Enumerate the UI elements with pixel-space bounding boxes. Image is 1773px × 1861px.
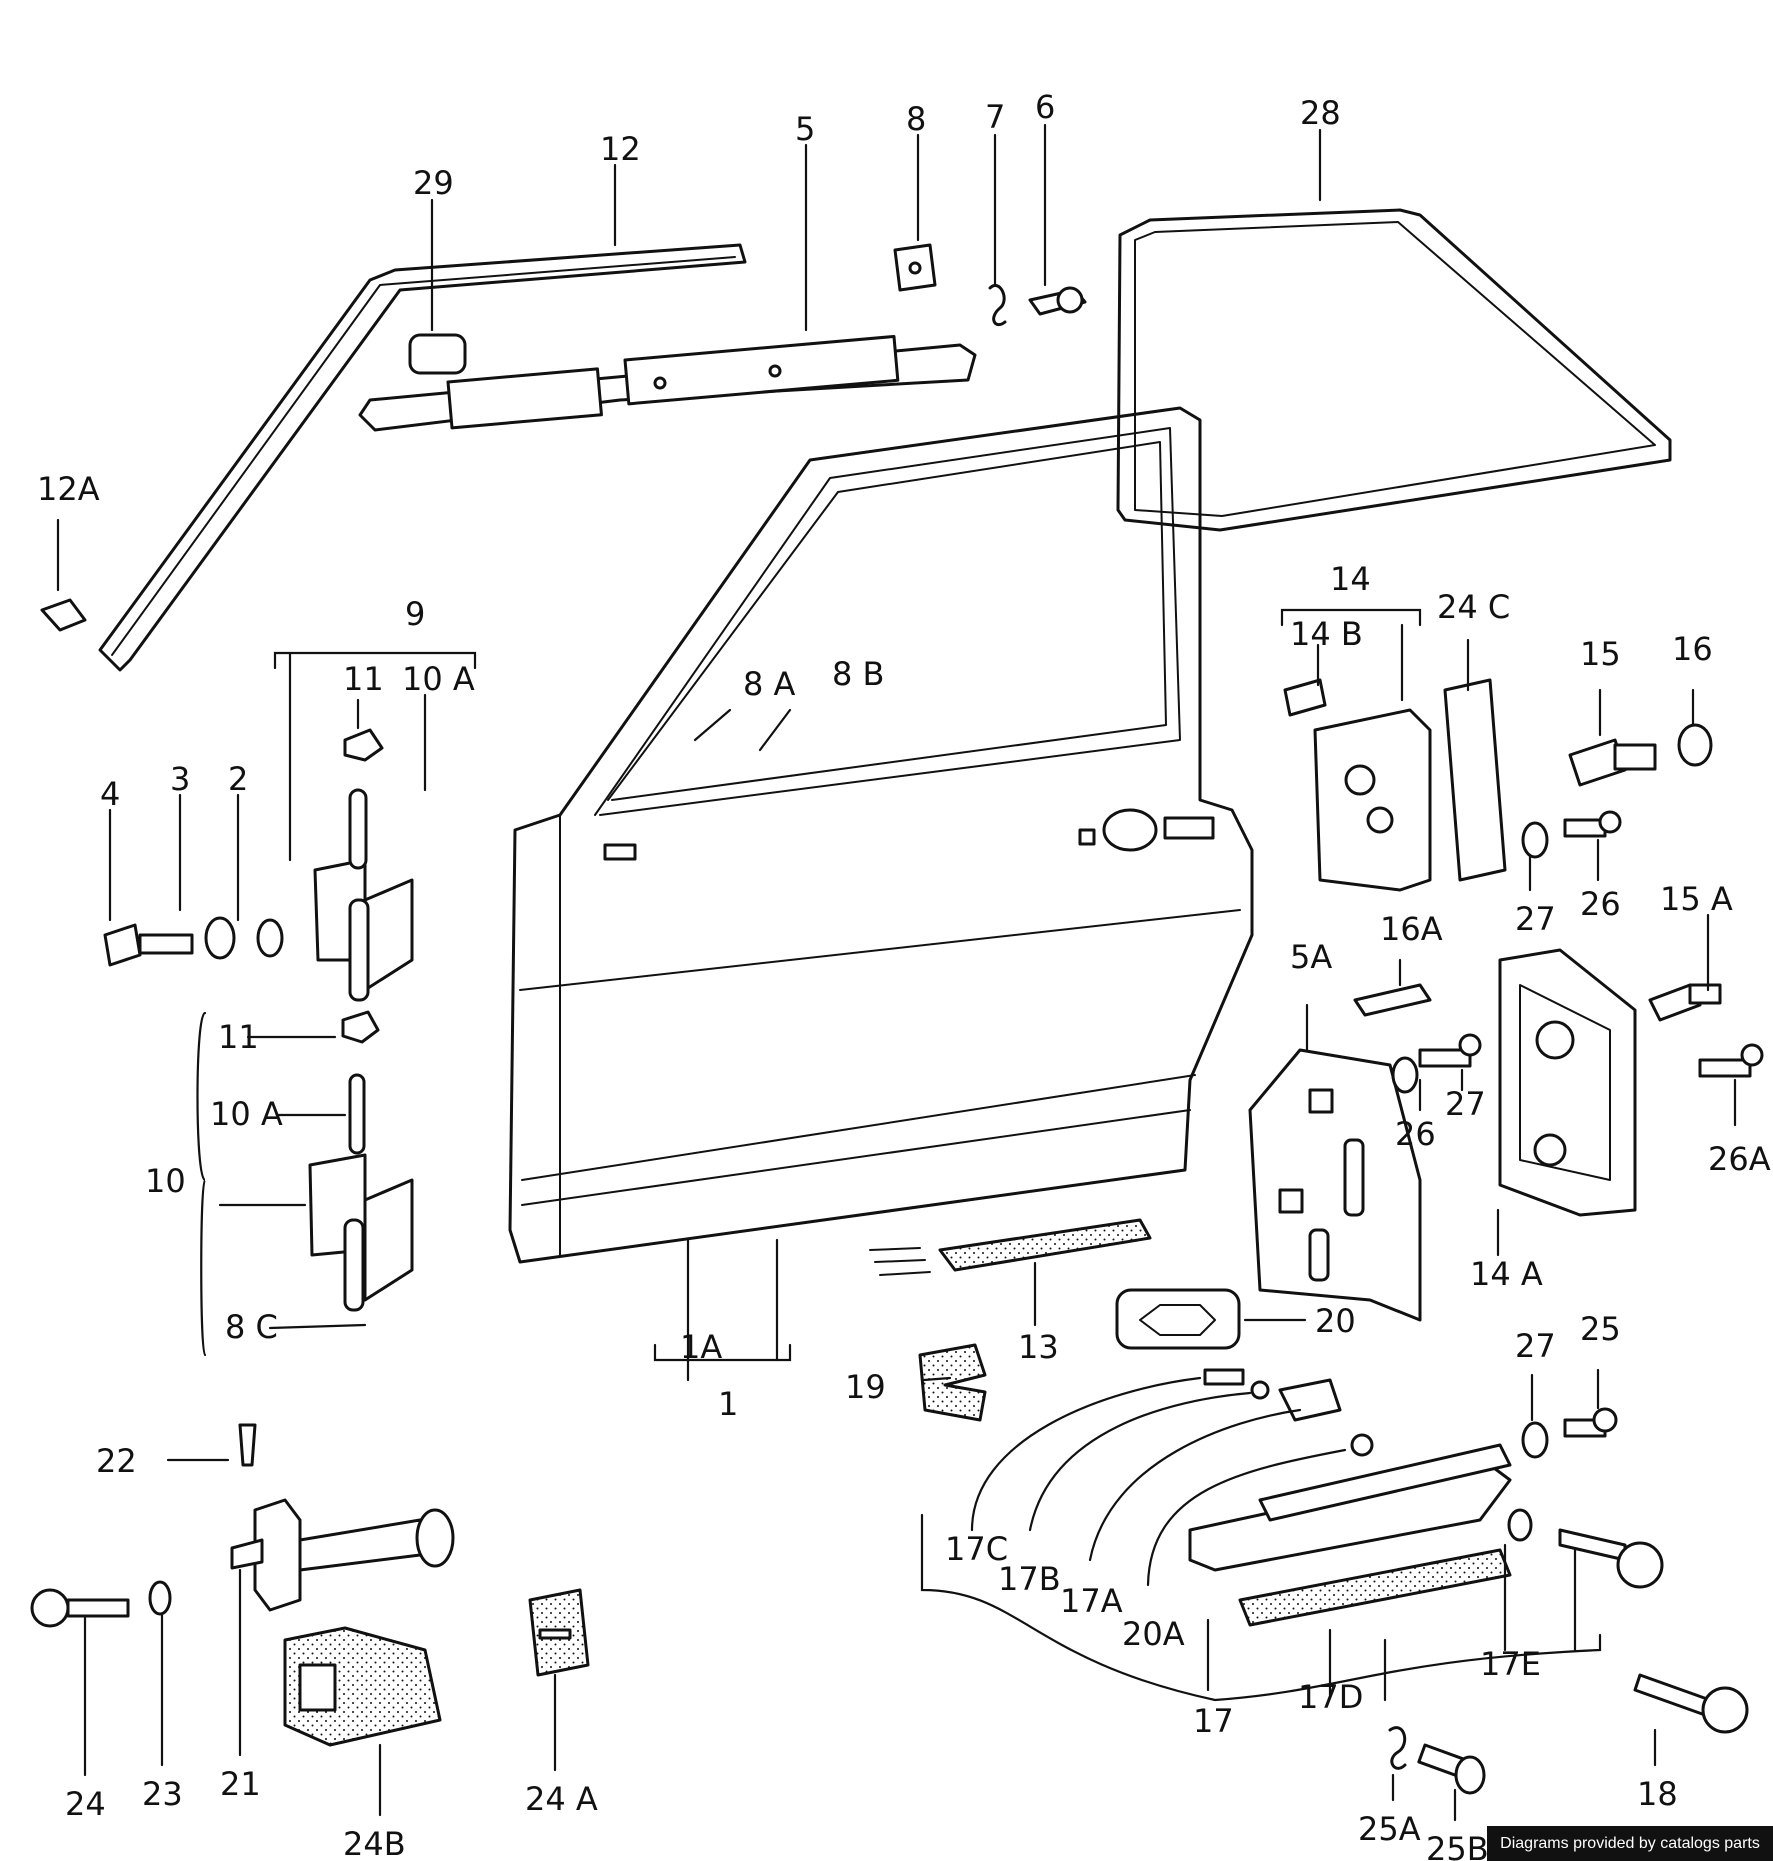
label-20: 20 xyxy=(1315,1302,1356,1340)
label-24b: 24B xyxy=(343,1825,406,1861)
clip-and-bolt xyxy=(1388,1726,1486,1795)
label-24: 24 xyxy=(65,1785,106,1823)
label-15: 15 xyxy=(1580,635,1621,673)
guide-rail xyxy=(358,243,1087,432)
label-21: 21 xyxy=(220,1765,261,1803)
label-27-a: 27 xyxy=(1515,900,1556,938)
label-28: 28 xyxy=(1300,94,1341,132)
label-23: 23 xyxy=(142,1775,183,1813)
grommet xyxy=(918,1343,987,1422)
bolt-washer-set xyxy=(103,916,284,967)
label-25: 25 xyxy=(1580,1310,1621,1348)
label-1a: 1A xyxy=(680,1328,722,1366)
label-5: 5 xyxy=(795,110,815,148)
label-24a: 24 A xyxy=(525,1780,598,1818)
label-25b: 25B xyxy=(1426,1830,1489,1861)
label-17: 17 xyxy=(1193,1702,1234,1740)
label-10: 10 xyxy=(145,1162,186,1200)
striker-plate xyxy=(1498,948,1637,1217)
key-a xyxy=(1558,1528,1664,1589)
diagram-credit-banner: Diagrams provided by catalogs parts xyxy=(1487,1826,1773,1861)
label-10a-bot: 10 A xyxy=(210,1095,283,1133)
screw-washer-bottom xyxy=(30,1580,172,1628)
label-17b: 17B xyxy=(998,1560,1061,1598)
window-channel xyxy=(40,243,747,672)
label-3: 3 xyxy=(170,760,190,798)
label-10a-top: 10 A xyxy=(402,660,475,698)
label-27-b: 27 xyxy=(1445,1085,1486,1123)
label-17a: 17A xyxy=(1060,1582,1123,1620)
label-11-bot: 11 xyxy=(218,1018,259,1056)
backing-plate xyxy=(1248,1048,1422,1322)
label-4: 4 xyxy=(100,775,120,813)
label-11-top: 11 xyxy=(343,660,384,698)
label-8a: 8 A xyxy=(743,665,796,703)
label-1: 1 xyxy=(718,1385,738,1423)
label-13: 13 xyxy=(1018,1328,1059,1366)
label-24c: 24 C xyxy=(1437,588,1510,626)
part-labels: 12 29 5 8 7 6 28 12A 9 11 10 A 4 3 2 11 … xyxy=(37,88,1771,1861)
label-15a: 15 A xyxy=(1660,880,1733,918)
label-29: 29 xyxy=(413,164,454,202)
label-26a: 26A xyxy=(1708,1140,1771,1178)
label-18: 18 xyxy=(1637,1775,1678,1813)
handle-bezel xyxy=(1115,1288,1241,1350)
label-12: 12 xyxy=(600,130,641,168)
label-6: 6 xyxy=(1035,88,1055,126)
upper-hinge xyxy=(313,728,414,1002)
label-19: 19 xyxy=(845,1368,886,1406)
label-26-a: 26 xyxy=(1580,885,1621,923)
label-8c: 8 C xyxy=(225,1308,278,1346)
label-14a: 14 A xyxy=(1470,1255,1543,1293)
rivet-pin xyxy=(238,1423,257,1467)
fastener-set-right xyxy=(1353,723,1764,1094)
door-shell xyxy=(508,406,1254,1264)
outside-handle xyxy=(1188,1368,1618,1627)
label-2: 2 xyxy=(228,760,248,798)
window-seal xyxy=(1116,208,1672,532)
key-b xyxy=(1633,1673,1749,1734)
label-25a: 25A xyxy=(1358,1810,1421,1848)
label-7: 7 xyxy=(985,98,1005,136)
label-20a: 20A xyxy=(1122,1615,1185,1653)
label-27-c: 27 xyxy=(1515,1327,1556,1365)
label-22: 22 xyxy=(96,1442,137,1480)
door-check-strap xyxy=(230,1498,455,1612)
label-17c: 17C xyxy=(945,1530,1008,1568)
label-16: 16 xyxy=(1672,630,1713,668)
label-12a: 12A xyxy=(37,470,100,508)
label-16a: 16A xyxy=(1380,910,1443,948)
label-5a: 5A xyxy=(1290,938,1332,976)
lock-mechanism xyxy=(1283,678,1507,892)
label-26-b: 26 xyxy=(1395,1115,1436,1153)
label-17e: 17E xyxy=(1480,1645,1541,1683)
label-8: 8 xyxy=(906,100,926,138)
label-9: 9 xyxy=(405,595,425,633)
leader-lines xyxy=(56,123,1737,1822)
trim-strip xyxy=(869,1218,1152,1276)
check-cover xyxy=(283,1626,442,1747)
lower-hinge xyxy=(308,1010,414,1312)
label-14: 14 xyxy=(1330,560,1371,598)
plug-cap xyxy=(528,1588,590,1677)
label-14b: 14 B xyxy=(1290,615,1363,653)
label-8b: 8 B xyxy=(832,655,884,693)
label-17d: 17D xyxy=(1298,1678,1363,1716)
